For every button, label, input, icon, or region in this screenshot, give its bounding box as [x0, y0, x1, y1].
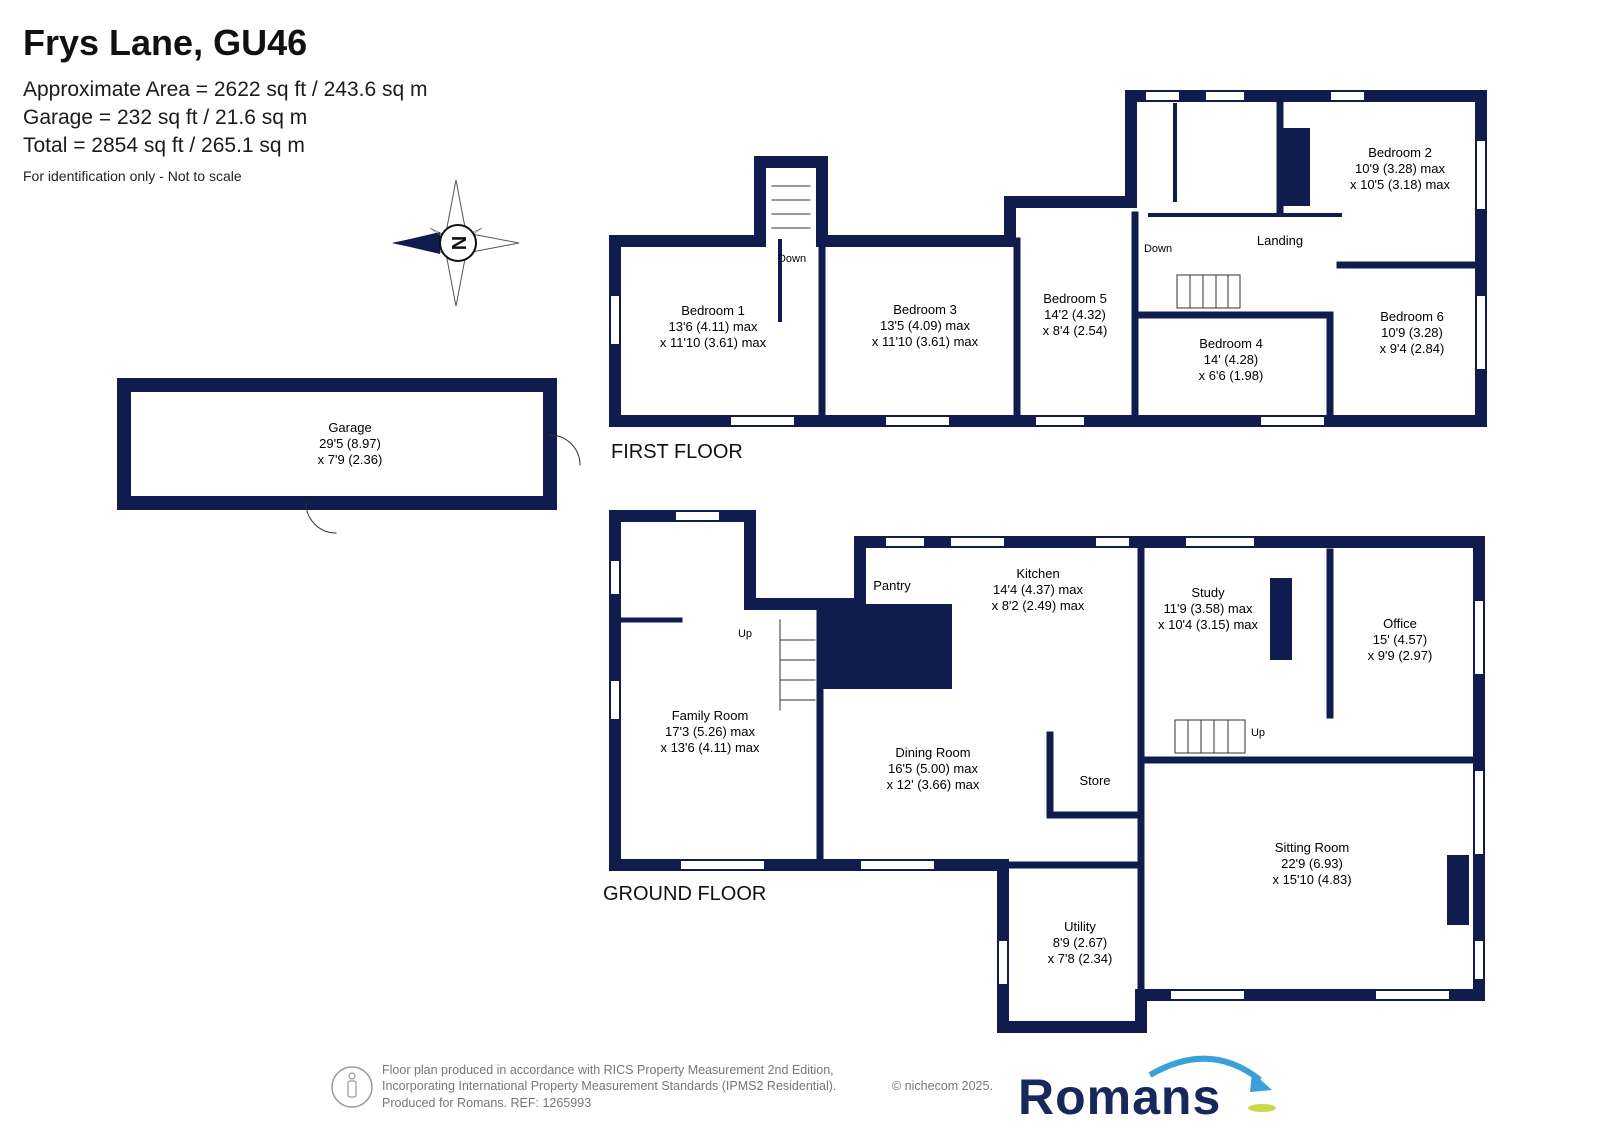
- bedroom2-dim2: x 10'5 (3.18) max: [1350, 177, 1451, 192]
- ground-floor-stairs: [779, 619, 1246, 754]
- compass-north-label: N: [449, 236, 471, 250]
- sitting-chimney-block: [1447, 855, 1469, 925]
- garage-walls: [117, 378, 581, 534]
- pantry-label: Pantry: [873, 578, 911, 593]
- family-room-label: Family Room: [672, 708, 749, 723]
- study-stairs-up-label: Up: [1251, 727, 1265, 739]
- office-dim1: 15' (4.57): [1373, 632, 1428, 647]
- dining-room-dim2: x 12' (3.66) max: [887, 777, 980, 792]
- study-dim1: 11'9 (3.58) max: [1164, 601, 1253, 616]
- bedroom1-dim2: x 11'10 (3.61) max: [660, 335, 767, 350]
- compass-icon: N: [392, 179, 520, 307]
- first-floor-stairs: [771, 185, 1241, 309]
- bedroom4-label: Bedroom 4: [1199, 336, 1263, 351]
- first-floor-label: FIRST FLOOR: [611, 441, 743, 463]
- landing-label: Landing: [1257, 233, 1303, 248]
- sitting-room-dim1: 22'9 (6.93): [1281, 856, 1343, 871]
- ground-floor-label: GROUND FLOOR: [603, 883, 767, 905]
- study-label: Study: [1191, 585, 1225, 600]
- bedroom6-label: Bedroom 6: [1380, 309, 1444, 324]
- disclaimer: For identification only - Not to scale: [23, 168, 242, 184]
- utility-dim2: x 7'8 (2.34): [1048, 951, 1113, 966]
- bedroom2-dim1: 10'9 (3.28) max: [1355, 161, 1445, 176]
- footer-line-2: Incorporating International Property Mea…: [382, 1079, 837, 1093]
- kitchen-dim1: 14'4 (4.37) max: [993, 582, 1083, 597]
- garage-dim1: 29'5 (8.97): [319, 436, 381, 451]
- sitting-room-dim2: x 15'10 (4.83): [1272, 872, 1351, 887]
- kitchen-label: Kitchen: [1016, 566, 1059, 581]
- area-garage: Garage = 232 sq ft / 21.6 sq m: [23, 106, 308, 129]
- dining-room-dim1: 16'5 (5.00) max: [888, 761, 978, 776]
- bedroom1-label: Bedroom 1: [681, 303, 745, 318]
- utility-dim1: 8'9 (2.67): [1053, 935, 1108, 950]
- bedroom3-dim1: 13'5 (4.09) max: [880, 318, 970, 333]
- footer-line-1: Floor plan produced in accordance with R…: [382, 1063, 834, 1077]
- landing-stairs-down-label: Down: [1144, 243, 1172, 255]
- area-total: Total = 2854 sq ft / 265.1 sq m: [23, 134, 305, 157]
- bedroom3-dim2: x 11'10 (3.61) max: [872, 334, 979, 349]
- sitting-room-label: Sitting Room: [1275, 840, 1349, 855]
- office-label: Office: [1383, 616, 1417, 631]
- ground-floor-walls: [609, 510, 1485, 1033]
- ground-stairs-up-label: Up: [738, 628, 752, 640]
- window-gaps: [611, 92, 1485, 999]
- dining-room-label: Dining Room: [895, 745, 970, 760]
- bedroom4-dim2: x 6'6 (1.98): [1199, 368, 1264, 383]
- ground-chimney-block: [822, 604, 952, 689]
- bedroom5-dim1: 14'2 (4.32): [1044, 307, 1106, 322]
- bedroom6-dim1: 10'9 (3.28): [1381, 325, 1443, 340]
- plan-title: Frys Lane, GU46: [23, 22, 308, 63]
- store-label: Store: [1079, 773, 1110, 788]
- copyright-text: © nichecom 2025.: [892, 1079, 993, 1093]
- bedroom1-dim1: 13'6 (4.11) max: [669, 319, 758, 334]
- brand-swoosh-icon: [1148, 1055, 1276, 1112]
- utility-label: Utility: [1064, 919, 1096, 934]
- garage-label: Garage: [328, 420, 371, 435]
- first-stairs-down-label: Down: [778, 253, 806, 265]
- bedroom4-dim1: 14' (4.28): [1204, 352, 1259, 367]
- study-chimney-block: [1270, 578, 1292, 660]
- bedroom6-dim2: x 9'4 (2.84): [1380, 341, 1445, 356]
- brand-logo: Romans: [1018, 1069, 1222, 1125]
- bedroom5-label: Bedroom 5: [1043, 291, 1107, 306]
- first-floor-walls: [609, 90, 1487, 427]
- measurement-person-icon: [331, 1066, 373, 1108]
- bedroom5-dim2: x 8'4 (2.54): [1043, 323, 1108, 338]
- area-approx: Approximate Area = 2622 sq ft / 243.6 sq…: [23, 78, 428, 101]
- office-dim2: x 9'9 (2.97): [1368, 648, 1433, 663]
- garage-dim2: x 7'9 (2.36): [318, 452, 383, 467]
- kitchen-dim2: x 8'2 (2.49) max: [992, 598, 1085, 613]
- family-room-dim2: x 13'6 (4.11) max: [660, 740, 760, 755]
- bedroom2-chimney-block: [1280, 128, 1310, 206]
- footer-line-3: Produced for Romans. REF: 1265993: [382, 1096, 592, 1110]
- bedroom2-label: Bedroom 2: [1368, 145, 1432, 160]
- study-dim2: x 10'4 (3.15) max: [1158, 617, 1259, 632]
- bedroom3-label: Bedroom 3: [893, 302, 957, 317]
- family-room-dim1: 17'3 (5.26) max: [665, 724, 755, 739]
